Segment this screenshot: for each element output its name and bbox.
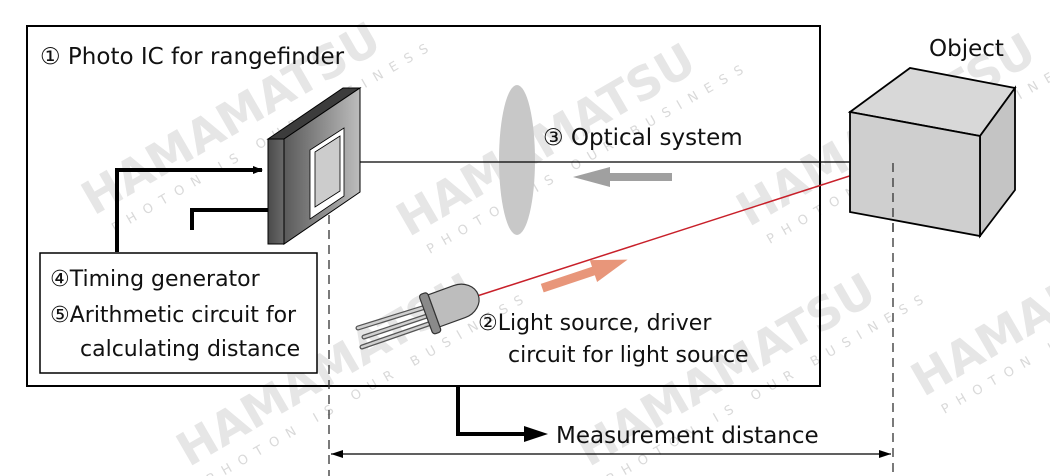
object-cube <box>847 67 1017 239</box>
lens <box>499 85 535 235</box>
timing-signal-wire <box>115 166 263 252</box>
measurement-distance-label: Measurement distance <box>556 423 819 449</box>
dimension-arrow-left-icon <box>331 450 343 458</box>
emitted-light-beam <box>473 161 894 298</box>
photo-ic-label: ① Photo IC for rangefinder <box>40 44 345 70</box>
timing-arithmetic-box <box>39 252 318 374</box>
watermark-layer: HAMAMATSU PHOTON IS OUR BUSINESS HAMAMAT… <box>72 11 1050 476</box>
light-source-label-line1: ②Light source, driver <box>478 311 712 336</box>
arithmetic-circuit-label-line1: ⑤Arithmetic circuit for <box>50 303 297 328</box>
light-source-label-line2: circuit for light source <box>508 343 749 368</box>
return-direction-arrow <box>573 167 672 187</box>
timing-generator-label: ④Timing generator <box>50 267 261 292</box>
emit-direction-arrow <box>540 259 628 293</box>
led-light-source <box>355 283 480 350</box>
photo-ic <box>266 87 362 245</box>
object-label: Object <box>929 36 1004 62</box>
measurement-output-arrow <box>456 387 528 436</box>
output-signal-wire <box>190 208 268 230</box>
dimension-arrow-right-icon <box>879 450 891 458</box>
measurement-output-arrow-head-icon <box>524 426 548 442</box>
device-frame <box>26 25 821 387</box>
optical-system-label: ③ Optical system <box>543 125 743 151</box>
arithmetic-circuit-label-line2: calculating distance <box>80 337 300 362</box>
